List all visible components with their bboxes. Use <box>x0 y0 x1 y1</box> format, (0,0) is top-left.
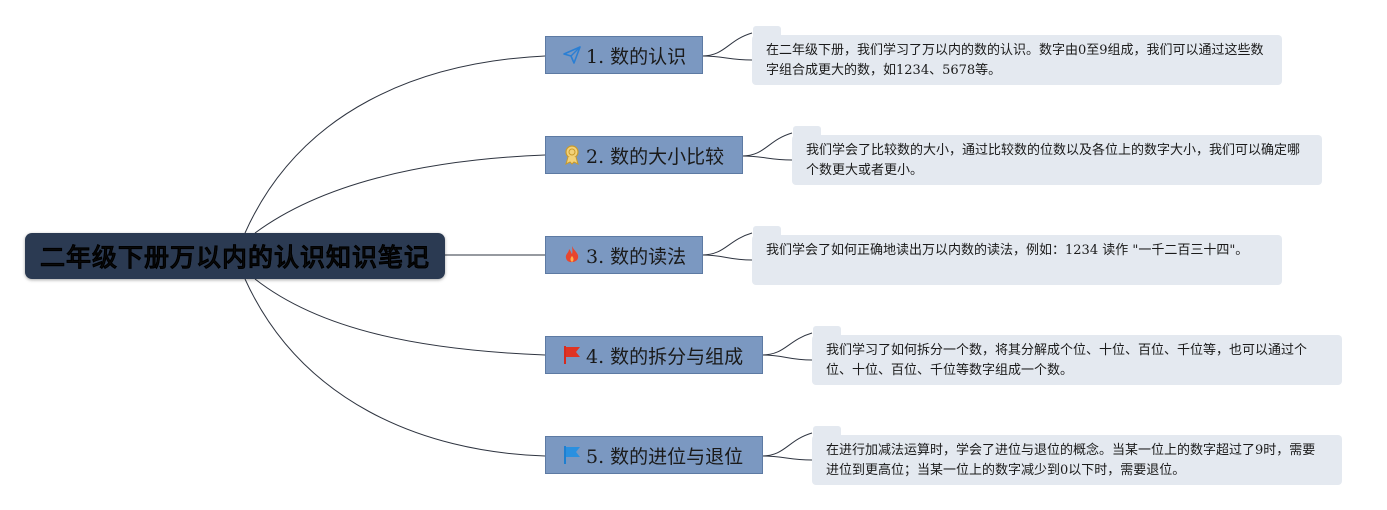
note-4-text: 我们学习了如何拆分一个数，将其分解成个位、十位、百位、千位等，也可以通过个位、十… <box>826 343 1308 378</box>
branch-topic-5-label: 5. 数的进位与退位 <box>586 445 744 468</box>
branch-topic-4-label: 4. 数的拆分与组成 <box>586 345 744 368</box>
note-2[interactable]: 我们学会了比较数的大小，通过比较数的位数以及各位上的数字大小，我们可以确定哪个数… <box>792 135 1322 185</box>
note-1-text: 在二年级下册，我们学习了万以内的数的认识。数字由0至9组成，我们可以通过这些数字… <box>766 43 1264 78</box>
red-flag-icon <box>562 345 582 365</box>
branch-topic-3-label: 3. 数的读法 <box>586 245 687 268</box>
root-topic[interactable]: 二年级下册万以内的认识知识笔记 <box>25 233 445 279</box>
note-5-text: 在进行加减法运算时，学会了进位与退位的概念。当某一位上的数字超过了9时，需要进位… <box>826 443 1316 478</box>
branch-topic-1-label: 1. 数的认识 <box>586 45 687 68</box>
branch-4-note-link <box>761 332 813 361</box>
blue-flag-icon <box>562 445 582 465</box>
note-5-tab <box>813 426 841 436</box>
root-branch-5-link <box>244 278 546 457</box>
note-3-text: 我们学会了如何正确地读出万以内数的读法，例如：1234 读作 "一千二百三十四"… <box>766 243 1249 258</box>
note-4-tab <box>813 326 841 336</box>
fire-icon <box>562 245 582 265</box>
root-branch-1-link <box>244 55 546 234</box>
root-branch-4-link <box>254 278 546 356</box>
note-2-text: 我们学会了比较数的大小，通过比较数的位数以及各位上的数字大小，我们可以确定哪个数… <box>806 143 1301 178</box>
root-topic-title: 二年级下册万以内的认识知识笔记 <box>39 243 430 272</box>
branch-topic-2-label: 2. 数的大小比较 <box>586 145 725 168</box>
branch-topic-4[interactable]: 4. 数的拆分与组成 <box>545 336 763 374</box>
branch-3-note-link <box>701 232 753 261</box>
branch-topic-2[interactable]: 2. 数的大小比较 <box>545 136 743 174</box>
award-ribbon-icon <box>562 145 582 165</box>
branch-1-note-link <box>701 32 753 61</box>
root-branch-2-link <box>254 154 546 234</box>
branch-2-note-link <box>741 132 793 161</box>
branch-topic-3[interactable]: 3. 数的读法 <box>545 236 703 274</box>
paper-plane-icon <box>562 45 582 65</box>
branch-topic-5[interactable]: 5. 数的进位与退位 <box>545 436 763 474</box>
note-1-tab <box>753 26 781 36</box>
note-3[interactable]: 我们学会了如何正确地读出万以内数的读法，例如：1234 读作 "一千二百三十四"… <box>752 235 1282 285</box>
branch-5-note-link <box>761 432 813 461</box>
branch-topic-1[interactable]: 1. 数的认识 <box>545 36 703 74</box>
note-2-tab <box>793 126 821 136</box>
note-1[interactable]: 在二年级下册，我们学习了万以内的数的认识。数字由0至9组成，我们可以通过这些数字… <box>752 35 1282 85</box>
note-5[interactable]: 在进行加减法运算时，学会了进位与退位的概念。当某一位上的数字超过了9时，需要进位… <box>812 435 1342 485</box>
note-3-tab <box>753 226 781 236</box>
note-4[interactable]: 我们学习了如何拆分一个数，将其分解成个位、十位、百位、千位等，也可以通过个位、十… <box>812 335 1342 385</box>
